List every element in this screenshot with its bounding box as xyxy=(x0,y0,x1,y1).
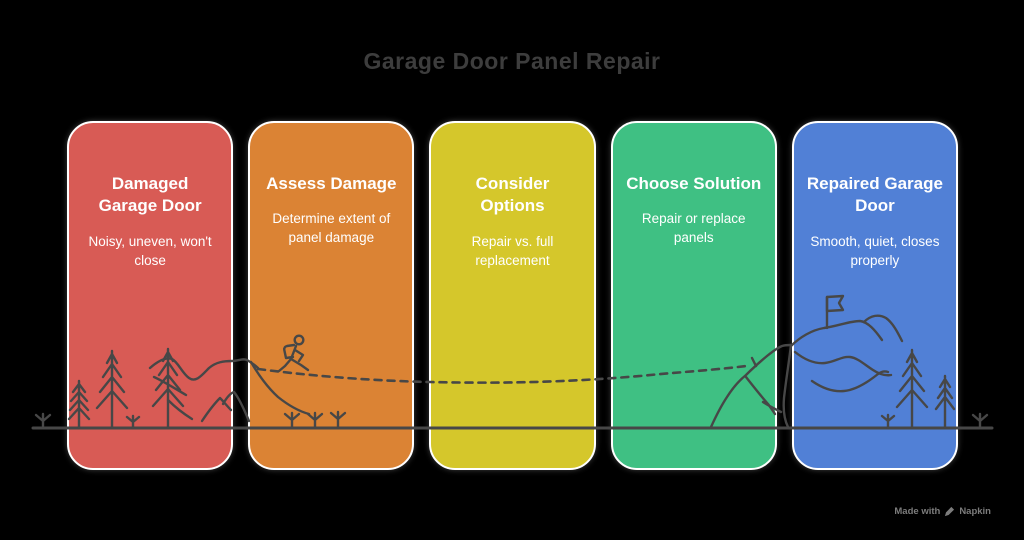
step-panel-choose-solution: Choose Solution Repair or replace panels xyxy=(610,121,777,470)
step-heading: Consider Options xyxy=(475,174,550,216)
page-title: Garage Door Panel Repair xyxy=(363,48,661,74)
step-heading: Damaged Garage Door xyxy=(98,174,202,216)
step-panel-assess-damage: Assess Damage Determine extent of panel … xyxy=(248,121,415,470)
step-description: Determine extent of panel damage xyxy=(272,211,391,246)
steps-row: Damaged Garage Door Noisy, uneven, won't… xyxy=(67,121,959,470)
watermark-prefix: Made with xyxy=(894,506,941,517)
step-description: Smooth, quiet, closes properly xyxy=(810,233,940,268)
step-panel-damaged-garage-door: Damaged Garage Door Noisy, uneven, won't… xyxy=(67,121,234,470)
napkin-watermark: Made with Napkin xyxy=(894,506,991,517)
watermark-brand: Napkin xyxy=(959,506,991,517)
napkin-pen-icon xyxy=(945,506,955,517)
step-heading: Assess Damage xyxy=(266,174,397,193)
step-description: Repair vs. full replacement xyxy=(471,233,554,268)
step-panel-consider-options: Consider Options Repair vs. full replace… xyxy=(429,121,596,470)
step-heading: Choose Solution xyxy=(626,174,762,193)
step-panel-repaired-garage-door: Repaired Garage Door Smooth, quiet, clos… xyxy=(791,121,959,470)
step-description: Noisy, uneven, won't close xyxy=(88,233,212,268)
step-heading: Repaired Garage Door xyxy=(806,174,943,216)
step-description: Repair or replace panels xyxy=(641,211,746,246)
